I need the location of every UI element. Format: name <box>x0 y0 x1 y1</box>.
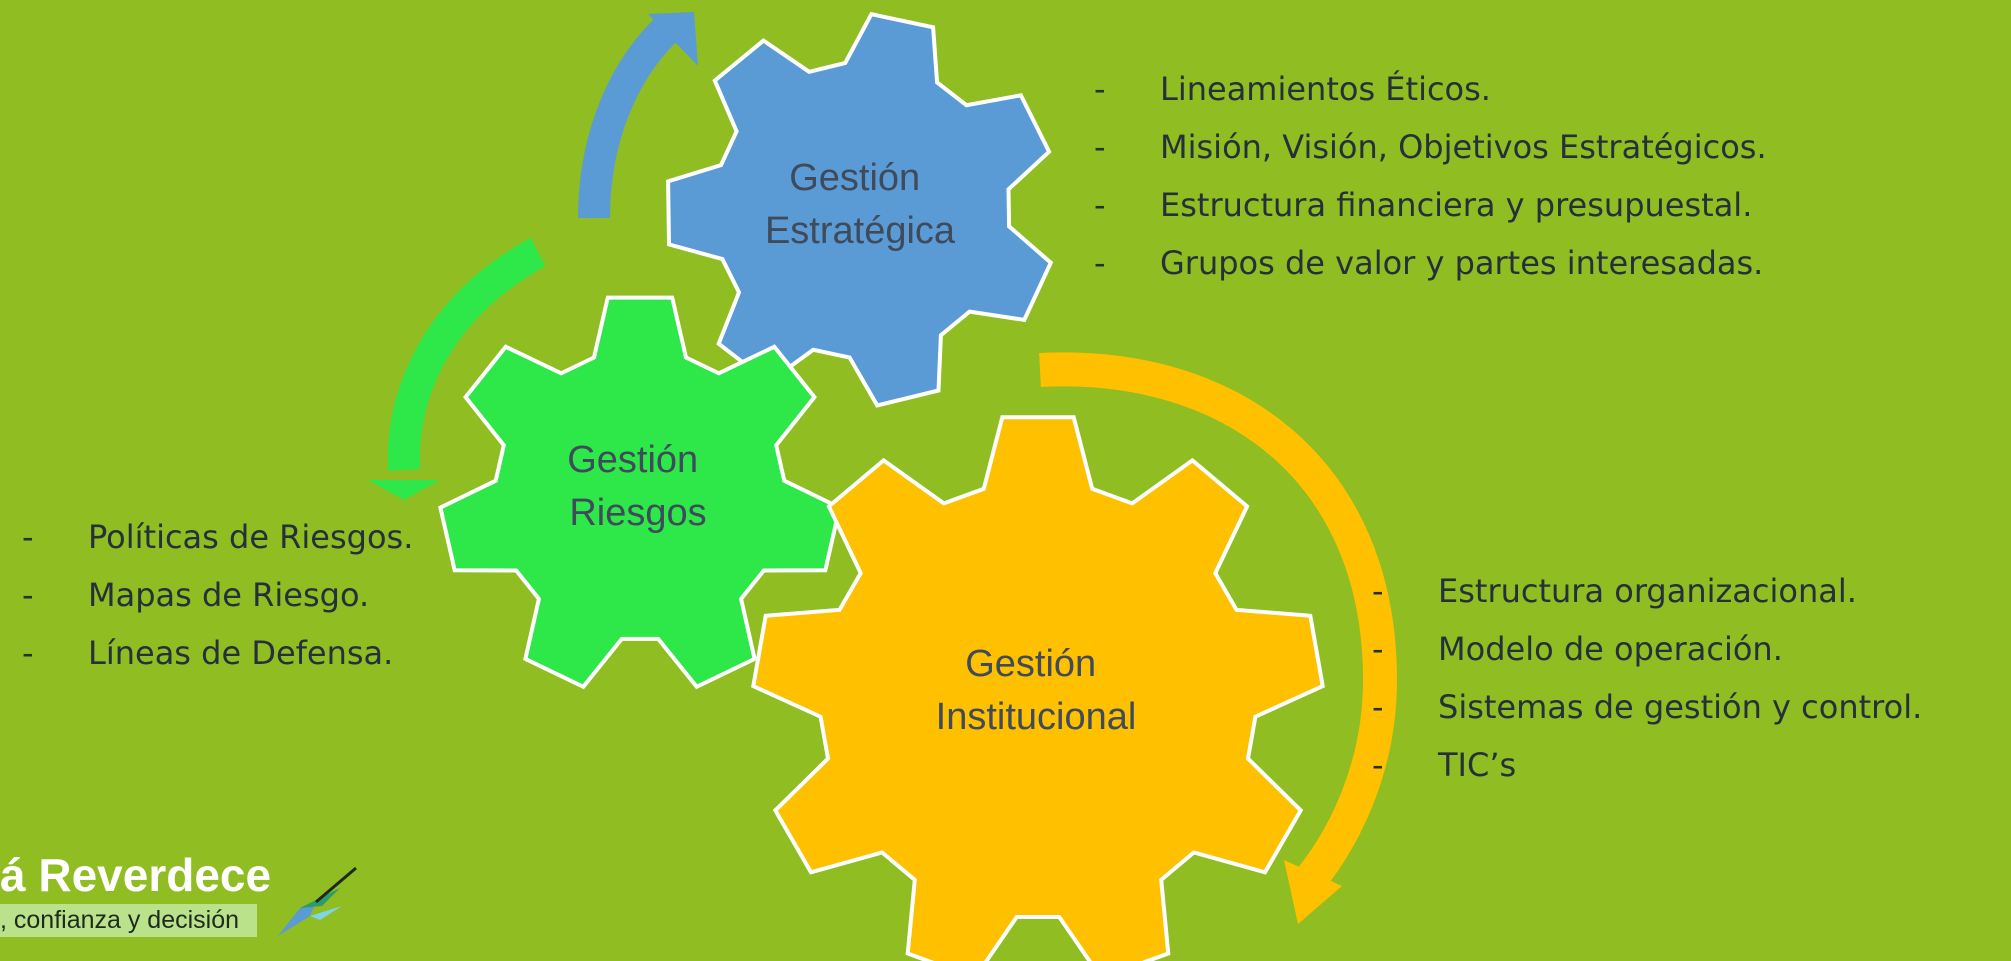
institutional-items-list: - Estructura organizacional. - Modelo de o… <box>1366 562 1922 794</box>
strategic-items-list: - Lineamientos Éticos. - Misión, Visión, O… <box>1088 60 1767 292</box>
bullet-dash: - <box>1094 244 1106 282</box>
gear-risks <box>438 295 842 690</box>
bullet-dash: - <box>1372 630 1384 668</box>
list-item-text: Modelo de operación. <box>1438 630 1783 668</box>
gear-risks-label-line2: Riesgos <box>569 492 706 534</box>
bullet-dash: - <box>1094 186 1106 224</box>
gear-risks-label-line1: Gestión <box>567 439 698 481</box>
list-item: - TIC’s <box>1366 736 1922 794</box>
gear-institutional-label-line1: Gestión <box>965 643 1096 685</box>
list-item: - Políticas de Riesgos. <box>16 508 413 566</box>
logo-title: á Reverdece <box>0 849 272 901</box>
gear-institutional <box>751 415 1325 961</box>
list-item-text: Mapas de Riesgo. <box>88 576 370 614</box>
bullet-dash: - <box>22 518 34 556</box>
list-item-text: Líneas de Defensa. <box>88 634 394 672</box>
bullet-dash: - <box>22 576 34 614</box>
green-arrow-head <box>368 480 440 500</box>
list-item: - Lineamientos Éticos. <box>1088 60 1767 118</box>
list-item: - Modelo de operación. <box>1366 620 1922 678</box>
list-item: - Estructura financiera y presupuestal. <box>1088 176 1767 234</box>
bullet-dash: - <box>1094 70 1106 108</box>
list-item: - Líneas de Defensa. <box>16 624 413 682</box>
yellow-arrow-shaft <box>1039 352 1398 891</box>
gear-strategic-label-line1: Gestión <box>789 157 920 199</box>
yellow-cycle-arrow-group <box>1039 352 1398 924</box>
gear-risks-label: Gestión Riesgos <box>567 439 709 534</box>
blue-cycle-arrow-group <box>578 12 698 219</box>
yellow-arrow-head <box>1284 860 1342 924</box>
list-item-text: Estructura financiera y presupuestal. <box>1160 186 1753 224</box>
list-item-text: Estructura organizacional. <box>1438 572 1857 610</box>
list-item-text: Grupos de valor y partes interesadas. <box>1160 244 1764 282</box>
gear-institutional-label-line2: Institucional <box>936 696 1137 738</box>
list-item-text: Misión, Visión, Objetivos Estratégicos. <box>1160 128 1767 166</box>
list-item: - Estructura organizacional. <box>1366 562 1922 620</box>
logo-subtitle: , confianza y decisión <box>0 904 258 937</box>
blue-arrow-head <box>648 12 698 66</box>
list-item-text: Lineamientos Éticos. <box>1160 70 1491 108</box>
bullet-dash: - <box>1094 128 1106 166</box>
list-item: - Sistemas de gestión y control. <box>1366 678 1922 736</box>
gear-strategic-label: Gestión Estratégica <box>765 157 956 252</box>
list-item-text: TIC’s <box>1438 746 1517 784</box>
list-item-text: Políticas de Riesgos. <box>88 518 414 556</box>
gear-strategic-label-line2: Estratégica <box>765 210 956 252</box>
list-item: - Mapas de Riesgo. <box>16 566 413 624</box>
list-item: - Misión, Visión, Objetivos Estratégicos. <box>1088 118 1767 176</box>
hummingbird-icon <box>278 866 357 936</box>
bullet-dash: - <box>1372 572 1384 610</box>
bullet-dash: - <box>1372 746 1384 784</box>
gear-strategic <box>666 11 1054 408</box>
list-item: - Grupos de valor y partes interesadas. <box>1088 234 1767 292</box>
bullet-dash: - <box>1372 688 1384 726</box>
brand-logo: á Reverdece , confianza y decisión <box>0 848 360 958</box>
green-cycle-arrow-group <box>368 237 546 500</box>
gear-institutional-label: Gestión Institucional <box>936 643 1137 738</box>
list-item-text: Sistemas de gestión y control. <box>1438 688 1923 726</box>
bullet-dash: - <box>22 634 34 672</box>
risks-items-list: - Políticas de Riesgos. - Mapas de Riesgo.… <box>16 508 413 682</box>
blue-arrow-shaft <box>578 14 682 219</box>
green-arrow-shaft <box>387 237 546 471</box>
